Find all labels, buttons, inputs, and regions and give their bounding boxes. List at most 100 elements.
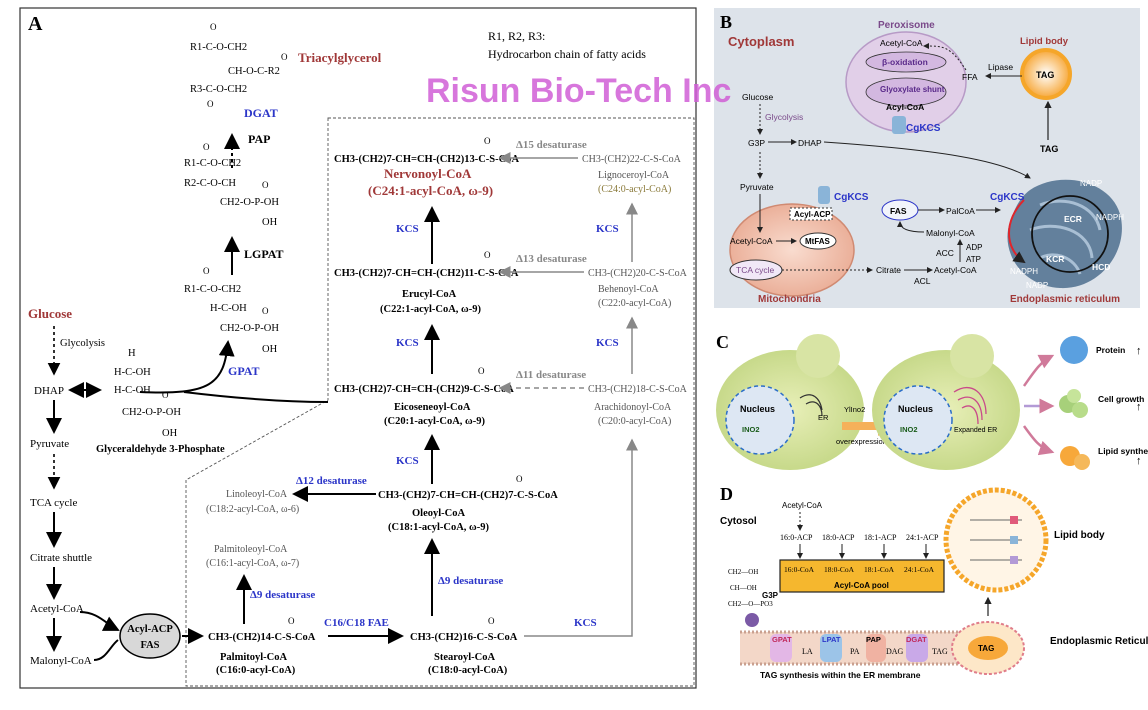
svg-text:DHAP: DHAP — [798, 138, 822, 148]
d9-desaturase-1: Δ9 desaturase — [250, 589, 315, 601]
svg-text:Acetyl-CoA: Acetyl-CoA — [730, 236, 773, 246]
lipid-body-label-b: Lipid body — [1020, 36, 1069, 47]
malonyl-coa-label: Malonyl-CoA — [30, 655, 92, 667]
svg-text:Glycolysis: Glycolysis — [765, 112, 803, 122]
nervonoyl-sub: (C24:1-acyl-CoA, ω-9) — [368, 183, 493, 198]
watermark: Risun Bio-Tech Inc — [426, 72, 731, 110]
svg-text:OH: OH — [262, 217, 278, 228]
tag-line-1: R1-C-O-CH2 — [190, 42, 247, 53]
citrate-shuttle-label: Citrate shuttle — [30, 552, 92, 564]
dgat-label: DGAT — [244, 106, 278, 120]
kcs-label-3: KCS — [396, 337, 419, 349]
svg-text:PA: PA — [850, 647, 860, 656]
g3p-link-line — [183, 391, 329, 403]
acyl-coa-pool — [779, 559, 945, 593]
svg-text:GPAT: GPAT — [772, 635, 792, 644]
svg-text:H-C-OH: H-C-OH — [210, 303, 247, 314]
svg-text:O: O — [281, 52, 288, 62]
stearoyl-sub: (C18:0-acyl-CoA) — [428, 665, 508, 676]
svg-text:O: O — [288, 616, 295, 626]
svg-text:Acetyl-CoA: Acetyl-CoA — [934, 265, 977, 275]
svg-text:TAG: TAG — [1036, 70, 1054, 80]
svg-text:ACC: ACC — [936, 248, 954, 258]
svg-text:Acyl-ACP: Acyl-ACP — [794, 210, 831, 219]
panel-c-label: C — [716, 332, 729, 352]
svg-text:PAP: PAP — [866, 635, 881, 644]
svg-text:Lipid synthesis: Lipid synthesis — [1098, 446, 1148, 456]
eicosenoyl-sub: (C20:1-acyl-CoA, ω-9) — [384, 416, 485, 427]
svg-text:O: O — [203, 142, 210, 152]
er-label-b: Endoplasmic reticulum — [1010, 294, 1120, 305]
nucleus-left — [725, 385, 795, 455]
kcs-label-5: KCS — [396, 223, 419, 235]
svg-text:18:0-CoA: 18:0-CoA — [824, 565, 855, 574]
erucyl-sub: (C22:1-acyl-CoA, ω-9) — [380, 304, 481, 315]
pap-label: PAP — [248, 132, 270, 146]
svg-text:YlIno2: YlIno2 — [844, 405, 865, 414]
g3p-structure: H H-C-OH H-C-OH CH2-O-P-OH OH O — [114, 348, 181, 439]
oleoyl-name: Oleoyl-CoA — [412, 508, 465, 519]
svg-text:TAG: TAG — [978, 644, 994, 653]
d9-desaturase-2: Δ9 desaturase — [438, 575, 503, 587]
palmitoleoyl-name: Palmitoleoyl-CoA — [214, 544, 288, 555]
svg-text:18:1-CoA: 18:1-CoA — [864, 565, 895, 574]
svg-text:NADP: NADP — [1026, 281, 1048, 290]
nucleus-right — [883, 385, 953, 455]
svg-text:TCA cycle: TCA cycle — [736, 265, 775, 275]
svg-text:R2-C-O-CH: R2-C-O-CH — [184, 178, 236, 189]
panel-d-label: D — [720, 484, 733, 504]
lipid-body-b — [1020, 48, 1072, 100]
svg-text:HCD: HCD — [1092, 262, 1110, 272]
oleoyl-formula: CH3-(CH2)7-CH=CH-(CH2)7-C-S-CoA — [378, 490, 558, 501]
svg-text:Cell growth: Cell growth — [1098, 394, 1144, 404]
svg-text:ATP: ATP — [966, 255, 981, 264]
lignoceroyl-sub: (C24:0-acyl-CoA) — [598, 184, 671, 195]
gpat-label: GPAT — [228, 364, 260, 378]
acyl-acp-fas-node — [119, 613, 181, 659]
erucyl-name: Erucyl-CoA — [402, 289, 457, 300]
nervonoyl-formula: CH3-(CH2)7-CH=CH-(CH2)13-C-S-CoA — [334, 154, 519, 165]
tag-synthesis-label: TAG synthesis within the ER membrane — [760, 670, 921, 680]
dgat-protein — [906, 634, 928, 662]
svg-text:Protein: Protein — [1096, 345, 1125, 355]
svg-text:16:0-CoA: 16:0-CoA — [784, 565, 815, 574]
svg-text:Glucose: Glucose — [742, 92, 773, 102]
svg-text:CH2-O-P-OH: CH2-O-P-OH — [122, 407, 181, 418]
svg-text:Nucleus: Nucleus — [740, 404, 775, 414]
svg-text:18:1-ACP: 18:1-ACP — [864, 533, 897, 542]
svg-text:↑: ↑ — [1136, 455, 1142, 467]
fae-region-outline — [185, 117, 695, 687]
svg-text:FAS: FAS — [890, 206, 907, 216]
linoleoyl-sub: (C18:2-acyl-CoA, ω-6) — [206, 504, 299, 515]
svg-text:Pyruvate: Pyruvate — [740, 182, 774, 192]
svg-text:G3P: G3P — [748, 138, 765, 148]
g3p-name: Glyceraldehyde 3-Phosphate — [96, 444, 225, 455]
cgkcs-label-2: CgKCS — [834, 192, 869, 203]
mitochondria-label: Mitochondria — [758, 294, 821, 305]
tag-structure: O R1-C-O-CH2 CH-O-C-R2 R3-C-O-CH2 O O — [190, 22, 288, 109]
svg-text:24:1-ACP: 24:1-ACP — [906, 533, 939, 542]
er-icon-expanded — [953, 386, 987, 425]
nervonoyl-name: Nervonoyl-CoA — [384, 166, 472, 181]
svg-text:H-C-OH: H-C-OH — [114, 385, 151, 396]
svg-text:Lipase: Lipase — [988, 62, 1013, 72]
svg-text:LA: LA — [802, 647, 813, 656]
svg-text:Nucleus: Nucleus — [898, 404, 933, 414]
glycolysis-label: Glycolysis — [60, 338, 105, 349]
svg-text:Acetyl-CoA: Acetyl-CoA — [880, 38, 923, 48]
r-description: Hydrocarbon chain of fatty acids — [488, 47, 646, 61]
gpat-protein — [770, 634, 792, 662]
svg-text:ECR: ECR — [1064, 214, 1082, 224]
eicosenoyl-name: Eicoseneoyl-CoA — [394, 402, 471, 413]
svg-text:O: O — [207, 99, 214, 109]
svg-text:Acyl-CoA: Acyl-CoA — [886, 102, 924, 112]
dhap-label: DHAP — [34, 385, 64, 397]
acp-chain: 16:0-ACP 18:0-ACP 18:1-ACP 24:1-ACP — [780, 533, 939, 542]
erucyl-formula: CH3-(CH2)7-CH=CH-(CH2)11-C-S-CoA — [334, 268, 519, 279]
arachidonoyl-formula: CH3-(CH2)18-C-S-CoA — [588, 384, 688, 395]
svg-text:TAG: TAG — [932, 647, 948, 656]
svg-text:O: O — [203, 266, 210, 276]
svg-text:O: O — [162, 390, 169, 400]
svg-text:CH2—OH: CH2—OH — [728, 568, 758, 576]
